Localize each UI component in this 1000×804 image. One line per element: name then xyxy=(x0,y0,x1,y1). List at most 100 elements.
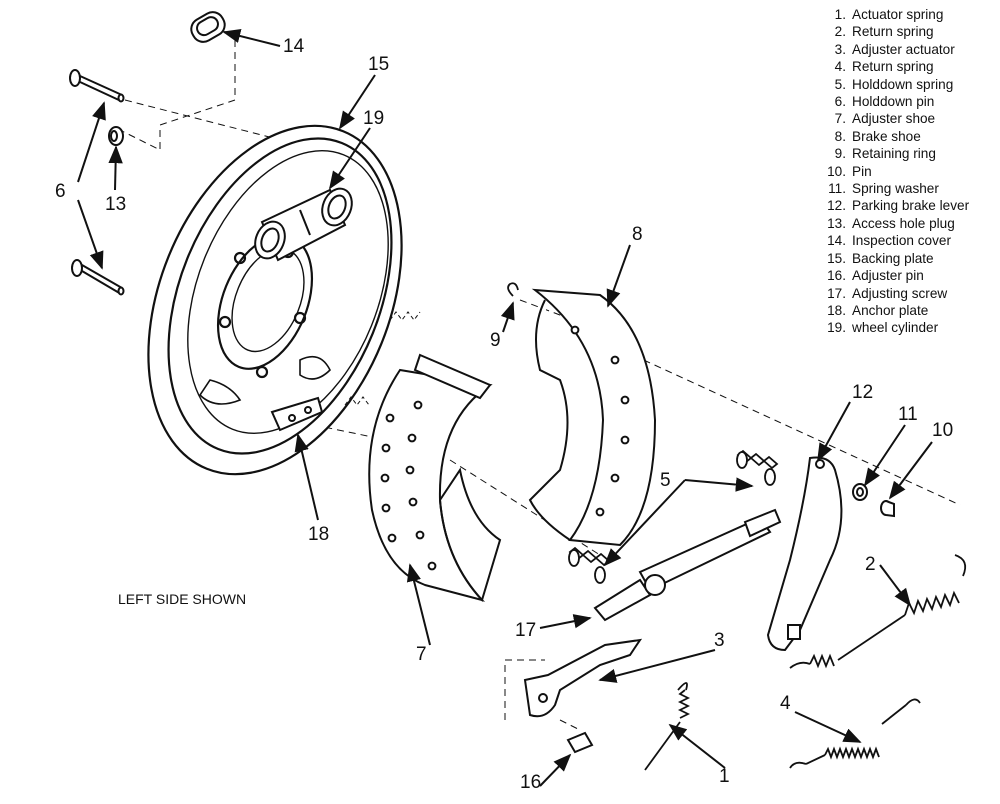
callout-5: 5 xyxy=(660,470,671,491)
adjusting-screw xyxy=(593,508,782,622)
legend-number: 16. xyxy=(827,268,846,284)
legend-item: 5. Holddown spring xyxy=(812,76,969,93)
callout-8: 8 xyxy=(632,224,643,245)
legend-number: 2. xyxy=(834,24,846,40)
legend-number: 18. xyxy=(827,302,846,318)
callout-2: 2 xyxy=(865,554,876,575)
return-spring-upper xyxy=(789,554,967,669)
legend-number: 13. xyxy=(827,215,846,231)
retaining-ring xyxy=(507,282,519,297)
legend-item: 7. Adjuster shoe xyxy=(812,110,969,127)
legend-item: 15. Backing plate xyxy=(812,250,969,267)
brake-shoe xyxy=(528,288,657,547)
legend-item: 4. Return spring xyxy=(812,58,969,75)
leader-8 xyxy=(606,244,631,308)
legend-number: 9. xyxy=(834,146,846,162)
legend-item: 18. Anchor plate xyxy=(812,302,969,319)
legend-item: 14. Inspection cover xyxy=(812,232,969,249)
legend-number: 14. xyxy=(827,233,846,249)
legend-part-name: Pin xyxy=(852,163,872,179)
callout-3: 3 xyxy=(714,630,725,651)
leader-9 xyxy=(500,301,515,333)
callout-18: 18 xyxy=(308,524,329,545)
pin xyxy=(880,500,895,518)
leader-10 xyxy=(888,441,933,500)
holddown-pin-lower xyxy=(71,259,125,296)
legend-part-name: Actuator spring xyxy=(852,7,944,22)
leader-16 xyxy=(539,753,572,787)
callout-10: 10 xyxy=(932,420,953,441)
figure-note: LEFT SIDE SHOWN xyxy=(118,591,246,607)
callout-12: 12 xyxy=(852,382,873,403)
legend-number: 11. xyxy=(828,181,846,197)
legend-item: 10. Pin xyxy=(812,163,969,180)
legend-part-name: Backing plate xyxy=(852,250,934,266)
callout-14: 14 xyxy=(283,36,305,57)
callout-1: 1 xyxy=(719,766,730,787)
legend-item: 19.wheel cylinder xyxy=(812,319,969,336)
legend-item: 6. Holddown pin xyxy=(812,93,969,110)
legend-number: 3. xyxy=(834,41,846,57)
legend-number: 6. xyxy=(834,94,846,110)
leader-18 xyxy=(294,433,319,521)
anchor-plate xyxy=(270,396,324,432)
legend-number: 5. xyxy=(834,76,846,92)
leader-5a xyxy=(684,477,754,492)
return-spring-lower xyxy=(789,698,921,769)
legend-part-name: wheel cylinder xyxy=(852,320,939,336)
ghost-springs xyxy=(344,311,421,406)
callout-16: 16 xyxy=(520,772,541,793)
legend-part-name: Adjuster actuator xyxy=(852,41,955,57)
callout-15: 15 xyxy=(368,54,389,75)
spring-washer xyxy=(852,483,868,501)
legend-part-name: Brake shoe xyxy=(852,128,921,144)
actuator-spring xyxy=(644,682,691,771)
leader-6a xyxy=(77,101,106,183)
legend-number: 8. xyxy=(834,128,846,144)
legend-number: 4. xyxy=(834,59,846,75)
callout-9: 9 xyxy=(490,330,501,351)
holddown-spring-upper xyxy=(736,449,779,486)
legend-number: 7. xyxy=(834,111,846,127)
leader-12 xyxy=(817,401,851,462)
leader-11 xyxy=(864,424,906,487)
callout-4: 4 xyxy=(780,693,791,714)
legend-part-name: Adjuster shoe xyxy=(852,111,936,127)
legend-item: 17. Adjusting screw xyxy=(812,285,969,302)
leader-7 xyxy=(406,563,431,646)
holddown-spring-lower xyxy=(568,546,611,584)
adjuster-pin xyxy=(566,731,594,754)
legend-number: 10. xyxy=(827,163,846,179)
callout-7: 7 xyxy=(416,644,427,665)
parking-brake-lever xyxy=(766,456,843,652)
legend-number: 17. xyxy=(827,285,846,301)
legend-part-name: Return spring xyxy=(852,24,934,40)
legend-part-name: Adjuster pin xyxy=(852,268,924,284)
legend-part-name: Holddown spring xyxy=(852,76,954,92)
leader-3 xyxy=(598,649,716,683)
leader-17 xyxy=(539,614,592,629)
callout-labels: 1 2 3 4 5 6 7 8 9 10 11 12 13 14 15 16 1… xyxy=(55,36,953,793)
legend-part-name: Parking brake lever xyxy=(852,198,970,214)
callout-11: 11 xyxy=(898,404,918,425)
legend-part-name: Holddown pin xyxy=(852,94,935,110)
adjuster-shoe xyxy=(368,353,502,602)
callout-19: 19 xyxy=(363,108,384,129)
leader-4 xyxy=(794,711,862,743)
wheel-cylinder xyxy=(254,187,353,262)
inspection-cover xyxy=(190,11,226,43)
legend-part-name: Anchor plate xyxy=(852,302,929,318)
legend-part-name: Adjusting screw xyxy=(852,285,948,301)
legend-item: 13.Access hole plug xyxy=(812,215,969,232)
legend-part-name: Inspection cover xyxy=(852,233,951,249)
callout-13: 13 xyxy=(105,194,126,215)
legend-item: 1.Actuator spring xyxy=(812,6,969,23)
access-hole-plug xyxy=(108,126,124,146)
legend-part-name: Return spring xyxy=(852,59,934,75)
callout-17: 17 xyxy=(515,620,536,641)
legend-number: 15. xyxy=(827,250,846,266)
legend-number: 12. xyxy=(827,198,846,214)
leader-13 xyxy=(108,145,123,191)
